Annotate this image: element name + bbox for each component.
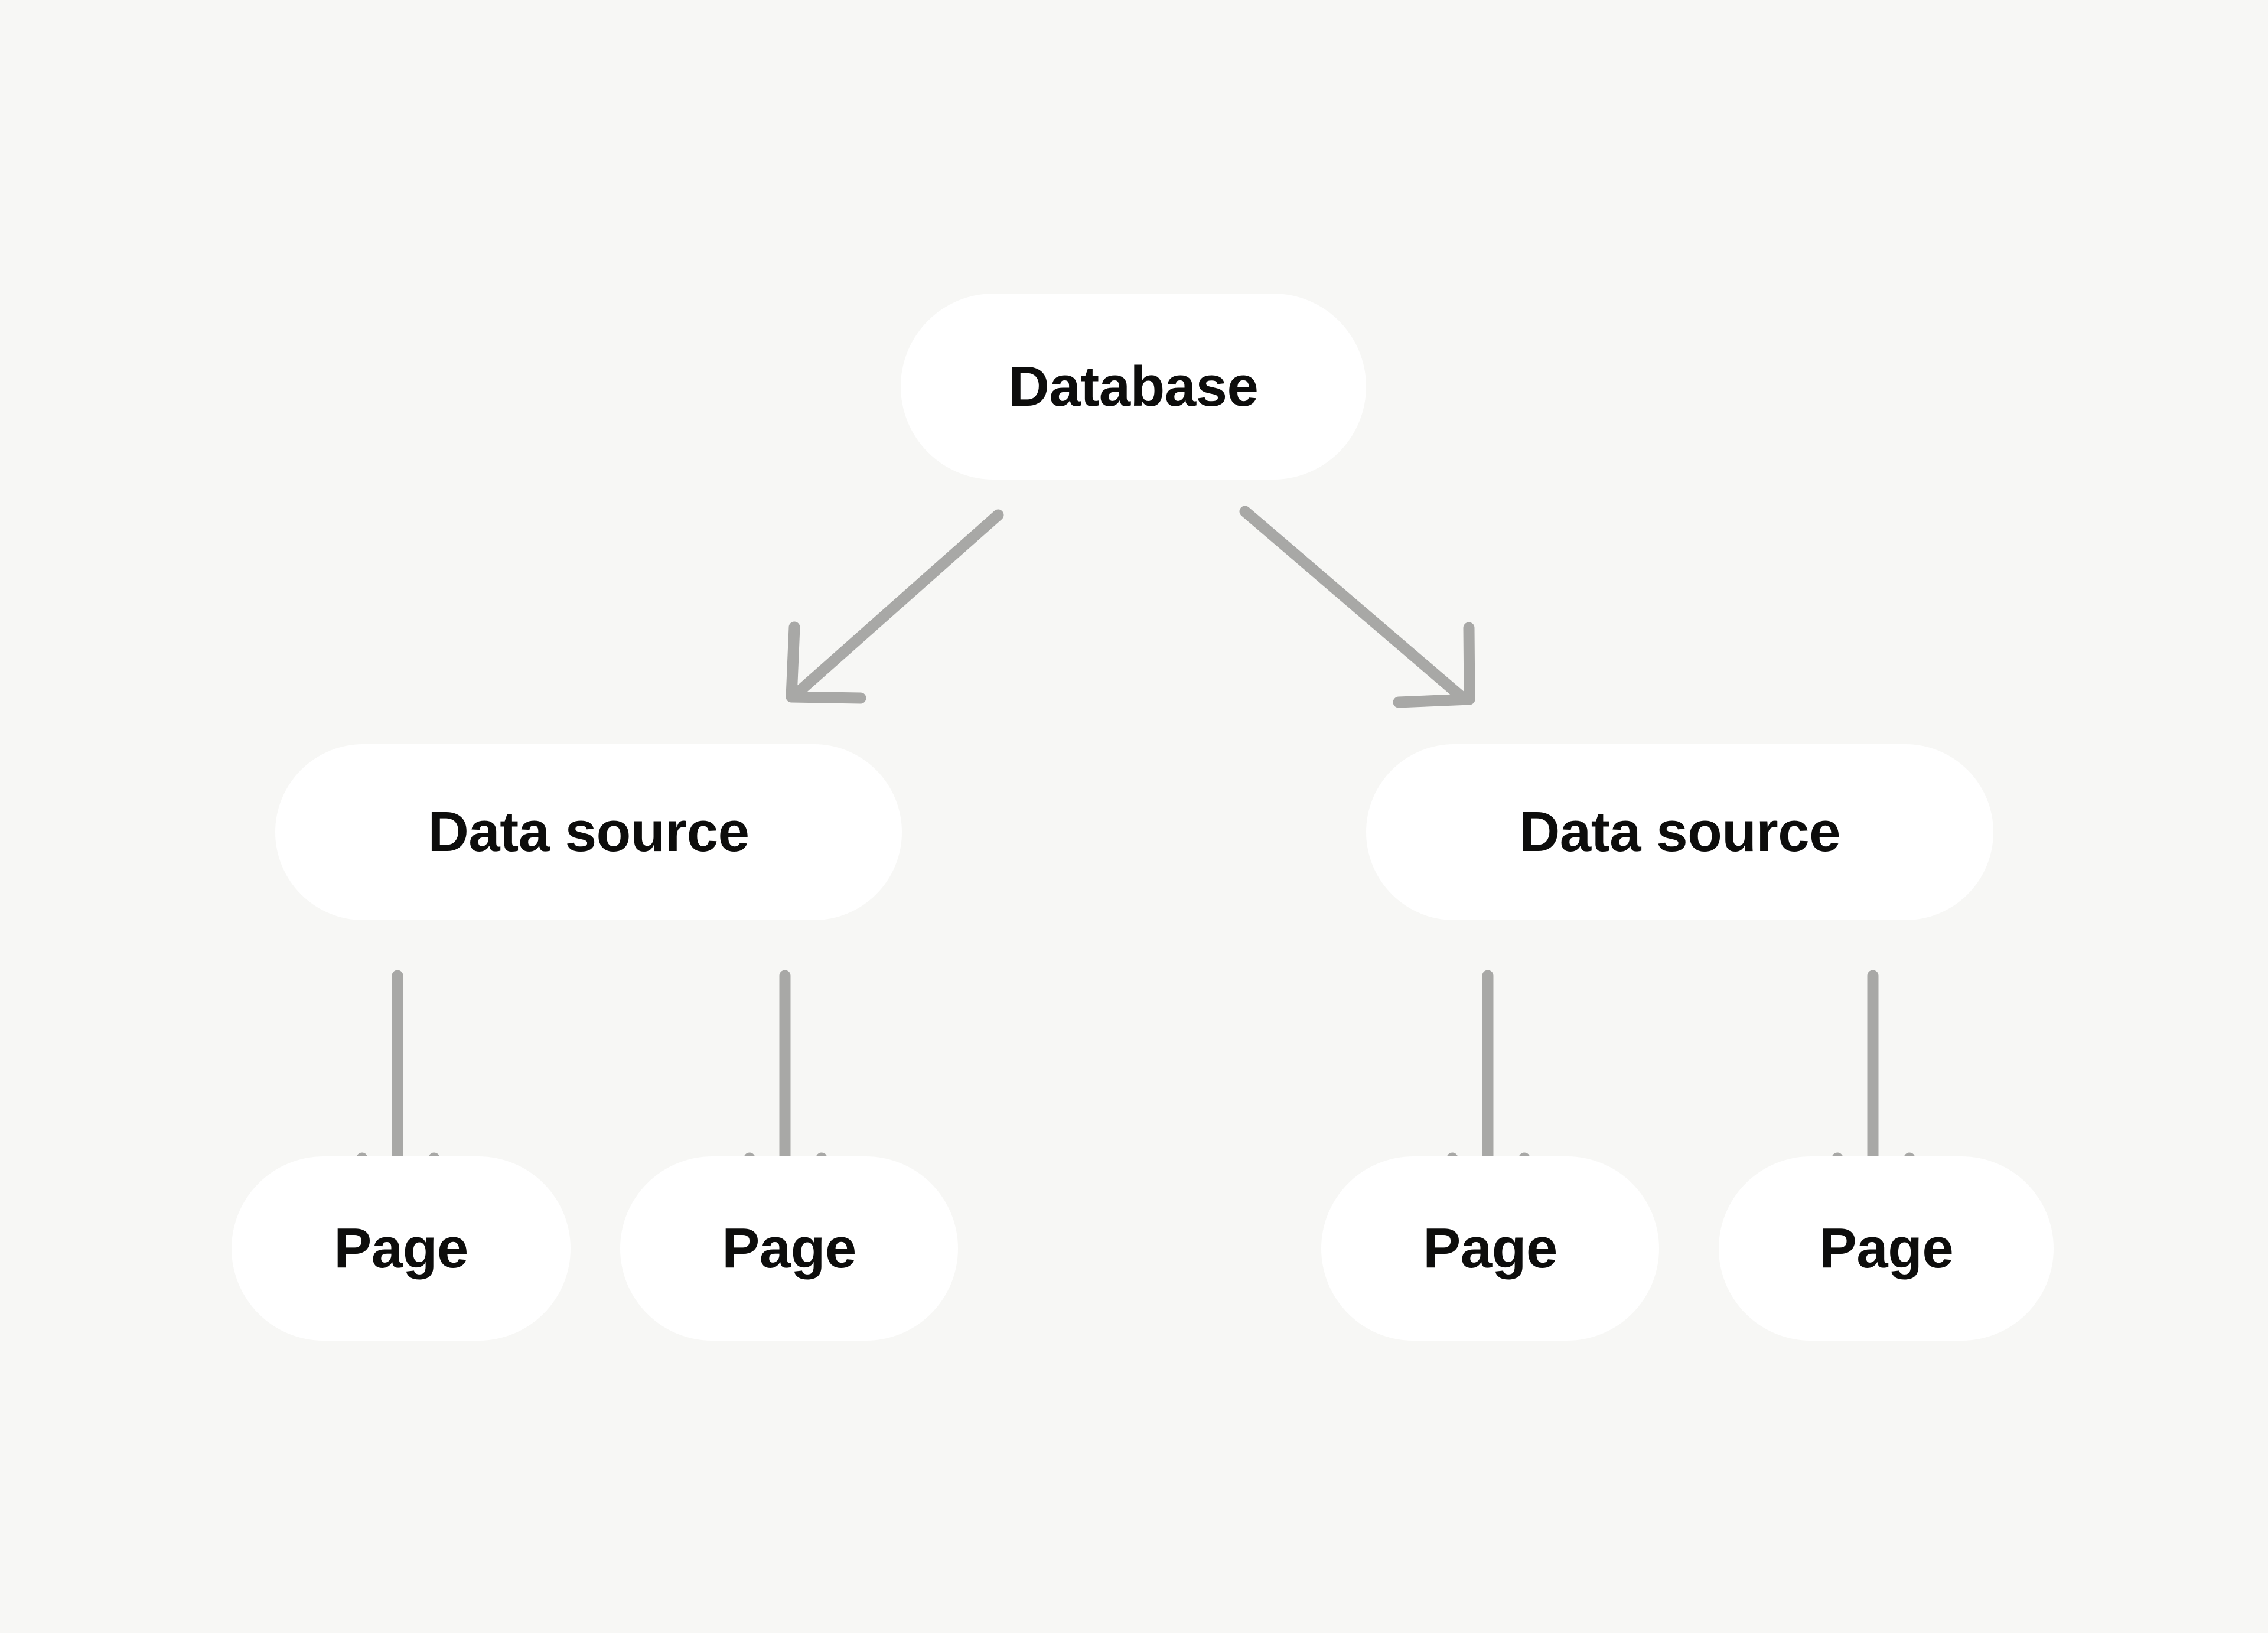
node-page-4-label: Page — [1819, 1217, 1954, 1280]
node-database-label: Database — [1008, 354, 1259, 418]
node-database[interactable]: Database — [901, 294, 1366, 480]
node-data-source-right-label: Data source — [1518, 800, 1841, 863]
node-page-4[interactable]: Page — [1719, 1156, 2054, 1341]
node-data-source-left[interactable]: Data source — [275, 744, 902, 920]
node-page-1[interactable]: Page — [232, 1156, 571, 1341]
node-page-2-label: Page — [722, 1217, 856, 1280]
node-data-source-left-label: Data source — [428, 800, 750, 863]
node-page-1-label: Page — [334, 1217, 468, 1280]
edge-database-to-data-source-left — [786, 509, 1004, 704]
node-page-3[interactable]: Page — [1321, 1156, 1659, 1341]
node-page-3-label: Page — [1423, 1217, 1557, 1280]
node-data-source-right[interactable]: Data source — [1366, 744, 1993, 920]
edge-database-to-data-source-right — [1239, 506, 1475, 708]
node-page-2[interactable]: Page — [620, 1156, 958, 1341]
